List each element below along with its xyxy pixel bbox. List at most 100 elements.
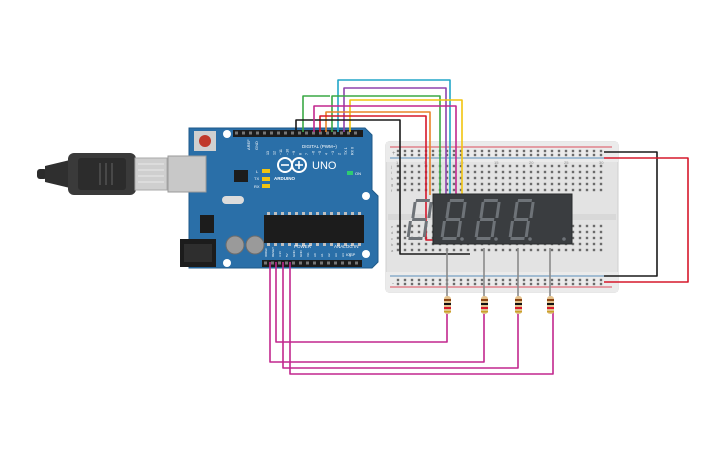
terminal-top-hole	[536, 182, 540, 186]
terminal-top-hole	[452, 170, 456, 174]
wire-green-top[interactable]	[331, 95, 441, 195]
segment-c	[422, 221, 428, 237]
wire-red-rail[interactable]	[604, 157, 689, 283]
digital-header-pin[interactable]	[235, 131, 238, 135]
chip-pin	[351, 243, 354, 246]
terminal-top-hole	[501, 182, 505, 186]
usb-plug-metal	[134, 157, 168, 191]
column-number-20: 20	[529, 160, 534, 165]
bottom-rail-hole	[592, 278, 596, 282]
chip-pin	[288, 212, 291, 215]
terminal-top-hole	[403, 170, 407, 174]
terminal-top-hole	[466, 188, 470, 192]
usb-cable[interactable]	[37, 153, 168, 195]
bottom-rail-hole	[487, 278, 491, 282]
bottom-rail-hole	[508, 278, 512, 282]
digital-header-pin[interactable]	[242, 131, 245, 135]
terminal-bottom-hole	[424, 248, 428, 252]
terminal-top-hole	[571, 164, 575, 168]
digital-header-pin[interactable]	[291, 131, 294, 135]
crystal	[222, 196, 244, 204]
bottom-rail-hole	[410, 282, 414, 286]
bottom-rail-hole	[480, 282, 484, 286]
wire-magenta-3[interactable]	[282, 262, 519, 369]
wire-black-rail[interactable]	[604, 151, 658, 277]
power-analog-header-pin[interactable]	[355, 261, 358, 265]
digital-header-pin[interactable]	[249, 131, 252, 135]
digital-header-pin[interactable]	[270, 131, 273, 135]
wire-purple[interactable]	[343, 87, 447, 195]
power-analog-header-pin[interactable]	[278, 261, 281, 265]
seven-segment-display[interactable]	[406, 193, 573, 245]
bottom-rail-hole	[480, 278, 484, 282]
digital-pin-label: 12	[273, 151, 277, 155]
wire-black-signal[interactable]	[295, 119, 470, 255]
digital-header-pin[interactable]	[298, 131, 301, 135]
bottom-rail-hole	[557, 278, 561, 282]
power-analog-header-pin[interactable]	[341, 261, 344, 265]
digital-header-pin[interactable]	[333, 131, 336, 135]
power-analog-header-pin[interactable]	[306, 261, 309, 265]
resistor-2[interactable]	[481, 296, 488, 314]
power-analog-header-pin[interactable]	[264, 261, 267, 265]
column-number-25: 25	[564, 160, 569, 165]
digital-pin-label: 8	[299, 153, 303, 155]
digital-header-pin[interactable]	[305, 131, 308, 135]
power-analog-header-pin[interactable]	[271, 261, 274, 265]
chip-pin	[302, 243, 305, 246]
terminal-top-hole	[557, 188, 561, 192]
terminal-bottom-hole	[522, 248, 526, 252]
power-analog-header-pin[interactable]	[299, 261, 302, 265]
wire-magenta-2[interactable]	[275, 262, 448, 343]
segment-c	[456, 221, 462, 237]
bottom-rail-hole	[536, 282, 540, 286]
wire-magenta-1[interactable]	[269, 262, 485, 363]
wire-magenta-top[interactable]	[313, 105, 457, 195]
digital-header-pin[interactable]	[354, 131, 357, 135]
terminal-bottom-hole	[592, 224, 596, 228]
gnd-label: GND	[254, 141, 259, 150]
arduino-uno-board[interactable]: L TX RX ON UNO ARDUINO DIGITAL (PWM~) PO…	[167, 127, 379, 269]
bottom-rail-hole	[410, 278, 414, 282]
top-rail-hole	[564, 149, 568, 153]
digital-pin-label: 13	[266, 151, 270, 155]
resistor-3[interactable]	[515, 296, 522, 314]
power-analog-header-pin[interactable]	[327, 261, 330, 265]
terminal-top-hole	[515, 182, 519, 186]
terminal-top-hole	[578, 182, 582, 186]
terminal-top-hole	[564, 170, 568, 174]
digital-header-pin[interactable]	[256, 131, 259, 135]
terminal-top-hole	[466, 164, 470, 168]
top-rail-hole	[529, 149, 533, 153]
power-analog-header-pin[interactable]	[313, 261, 316, 265]
bottom-rail-hole	[473, 282, 477, 286]
terminal-top-hole	[585, 188, 589, 192]
resistor-1[interactable]	[444, 296, 451, 314]
digital-header-pin[interactable]	[319, 131, 322, 135]
capacitor-2	[245, 235, 265, 255]
digital-header-pin[interactable]	[326, 131, 329, 135]
digital-header-pin[interactable]	[263, 131, 266, 135]
digital-header-pin[interactable]	[312, 131, 315, 135]
wire-orange[interactable]	[325, 111, 431, 195]
reset-button[interactable]	[199, 135, 211, 147]
terminal-top-hole	[578, 188, 582, 192]
terminal-top-hole	[452, 176, 456, 180]
top-rail-hole	[494, 153, 498, 157]
digital-header-pin[interactable]	[340, 131, 343, 135]
power-analog-header-pin[interactable]	[285, 261, 288, 265]
resistor-4[interactable]	[547, 296, 554, 314]
chip-pin	[316, 243, 319, 246]
wire-magenta-4[interactable]	[289, 262, 554, 375]
wire-red-signal[interactable]	[319, 115, 438, 241]
segment-b	[427, 202, 433, 218]
bottom-rail-hole	[417, 278, 421, 282]
digital-header-pin[interactable]	[347, 131, 350, 135]
top-rail-hole	[473, 149, 477, 153]
digital-header-pin[interactable]	[277, 131, 280, 135]
power-analog-header-pin[interactable]	[334, 261, 337, 265]
digital-header-pin[interactable]	[284, 131, 287, 135]
power-analog-header-pin[interactable]	[320, 261, 323, 265]
power-analog-header-pin[interactable]	[292, 261, 295, 265]
power-analog-header-pin[interactable]	[348, 261, 351, 265]
